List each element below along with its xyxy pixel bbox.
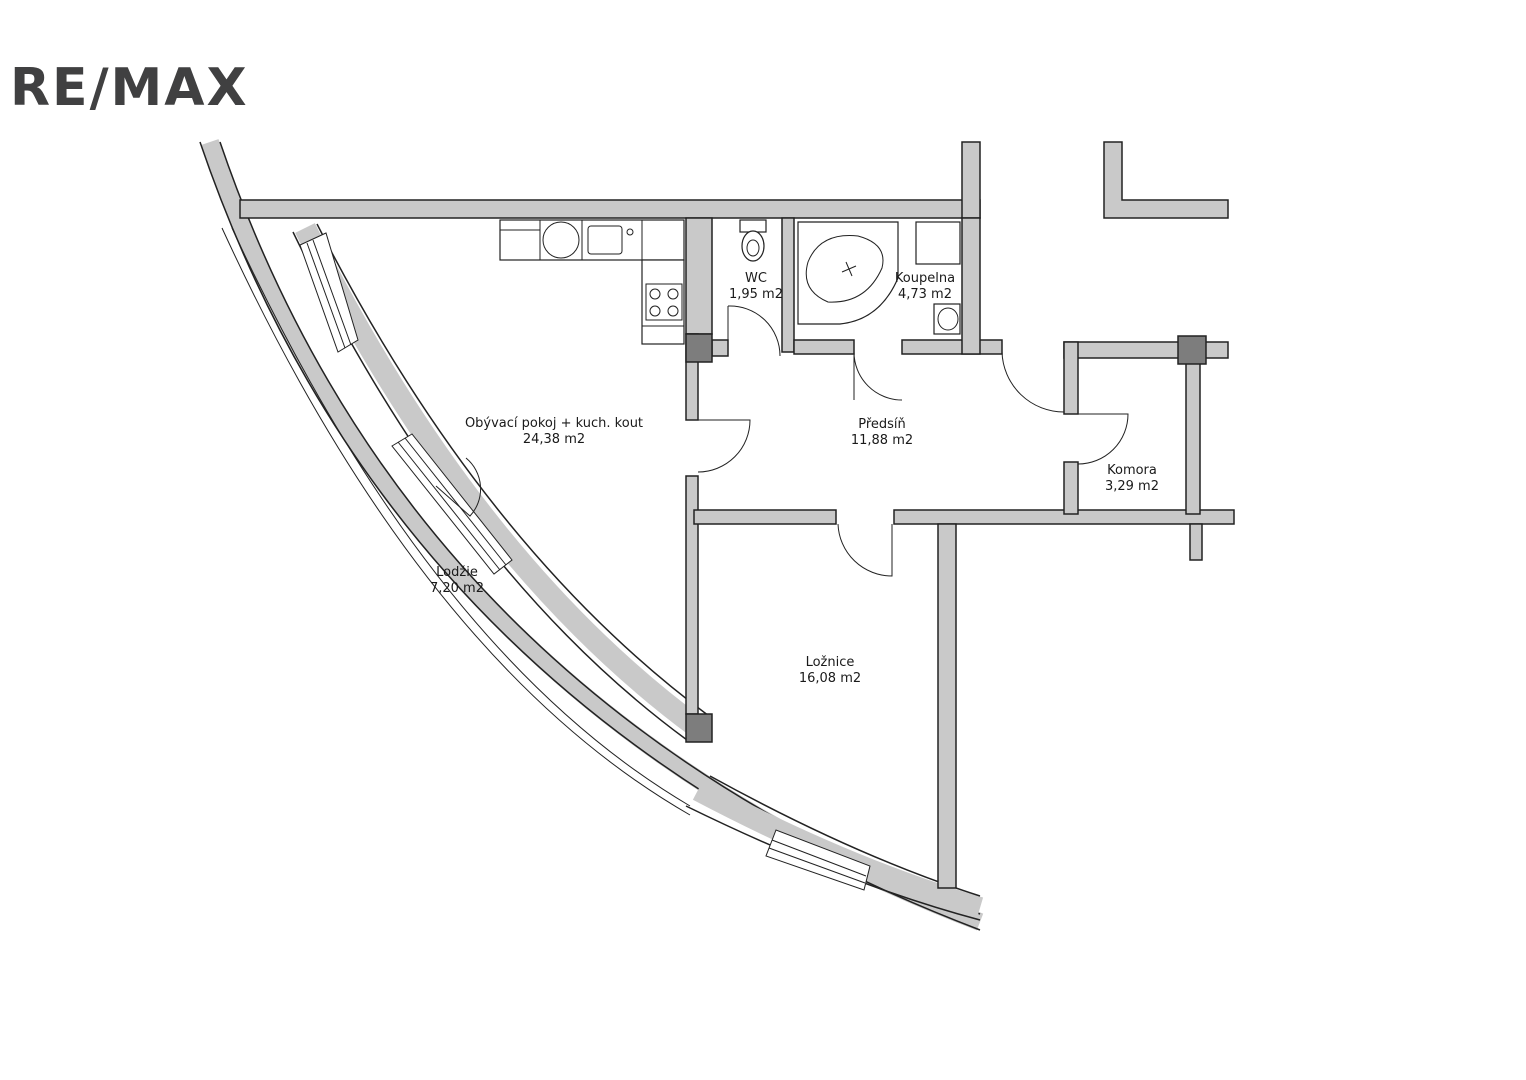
room-area-bedroom: 16,08 m2	[799, 671, 861, 686]
bathroom-fixtures	[797, 221, 961, 335]
room-area-living: 24,38 m2	[523, 432, 585, 447]
room-name-bedroom: Ložnice	[806, 655, 855, 670]
remax-logo: RE/MAX	[10, 58, 249, 118]
room-name-hall: Předsíň	[858, 417, 906, 432]
room-name-storage: Komora	[1107, 463, 1157, 478]
room-area-storage: 3,29 m2	[1105, 479, 1159, 494]
room-name-loggia: Lodžie	[436, 565, 478, 580]
room-name-living: Obývací pokoj + kuch. kout	[465, 416, 643, 431]
room-area-loggia: 7,20 m2	[430, 581, 484, 596]
windows	[299, 232, 871, 891]
room-name-wc: WC	[745, 271, 767, 286]
room-name-bathroom: Koupelna	[895, 271, 955, 286]
room-area-hall: 11,88 m2	[851, 433, 913, 448]
inner-curved-wall	[292, 223, 984, 921]
columns	[685, 333, 1207, 743]
walls	[239, 141, 1235, 889]
kitchen-fixtures	[499, 219, 685, 345]
wc-fixtures	[739, 219, 767, 262]
doors	[435, 305, 1129, 577]
room-area-bathroom: 4,73 m2	[898, 287, 952, 302]
room-area-wc: 1,95 m2	[729, 287, 783, 302]
room-labels: Obývací pokoj + kuch. kout 24,38 m2 WC 1…	[430, 271, 1159, 686]
